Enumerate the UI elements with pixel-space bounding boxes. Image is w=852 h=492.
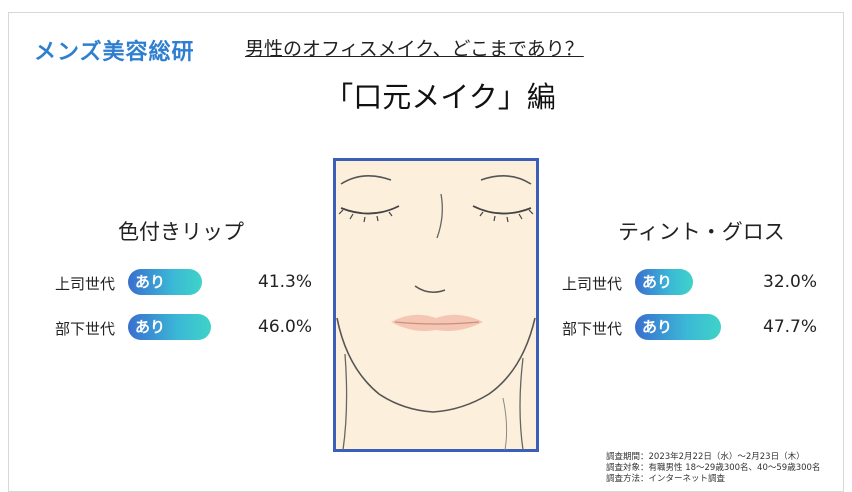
nose — [414, 285, 446, 293]
right-bar-1: あり — [635, 269, 693, 295]
lips — [391, 314, 483, 331]
left-value-1: 41.3% — [258, 272, 313, 292]
right-eyebrow — [480, 175, 532, 185]
nose-bridge — [436, 193, 443, 239]
left-eyebrow — [340, 175, 392, 185]
right-bar-1-label: あり — [641, 273, 672, 291]
brand-logo: メンズ美容総研 — [34, 40, 195, 65]
right-bar-2: あり — [635, 314, 721, 340]
neck-right — [519, 357, 524, 451]
jawline — [336, 317, 536, 413]
left-value-2: 46.0% — [258, 317, 313, 337]
neck-shadow — [502, 397, 508, 451]
mouth-line — [394, 321, 480, 325]
page-title: 「口元メイク」編 — [324, 80, 556, 114]
face-illustration — [333, 158, 539, 452]
right-row-label-2: 部下世代 — [562, 320, 623, 338]
right-eyelashes — [479, 209, 534, 223]
right-value-2: 47.7% — [763, 317, 818, 337]
left-bar-1: あり — [128, 269, 202, 295]
left-eye — [340, 205, 400, 215]
right-row-label-1: 上司世代 — [562, 275, 623, 293]
right-bar-2-label: あり — [641, 318, 672, 336]
right-value-1: 32.0% — [763, 272, 818, 292]
right-eye — [472, 205, 532, 215]
page-subtitle: 男性のオフィスメイク、どこまであり？ — [245, 38, 584, 60]
left-row-label-1: 上司世代 — [55, 275, 116, 293]
left-eyelashes — [338, 209, 393, 223]
left-bar-2: あり — [128, 314, 211, 340]
footnote-line-2: 調査対象：有職男性 18～29歳300名、40～59歳300名 — [606, 463, 821, 473]
survey-footnote: 調査期間：2023年2月22日（水）～2月23日（木） 調査対象：有職男性 18… — [606, 452, 820, 485]
footnote-line-3: 調査方法：インターネット調査 — [606, 474, 726, 484]
left-bar-1-label: あり — [134, 273, 165, 291]
footnote-line-1: 調査期間：2023年2月22日（水）～2月23日（木） — [606, 452, 805, 462]
neck-left — [342, 353, 348, 451]
left-row-label-2: 部下世代 — [55, 320, 116, 338]
left-chart-title: 色付きリップ — [118, 220, 244, 244]
right-chart-title: ティント・グロス — [618, 220, 785, 244]
left-bar-2-label: あり — [134, 318, 165, 336]
